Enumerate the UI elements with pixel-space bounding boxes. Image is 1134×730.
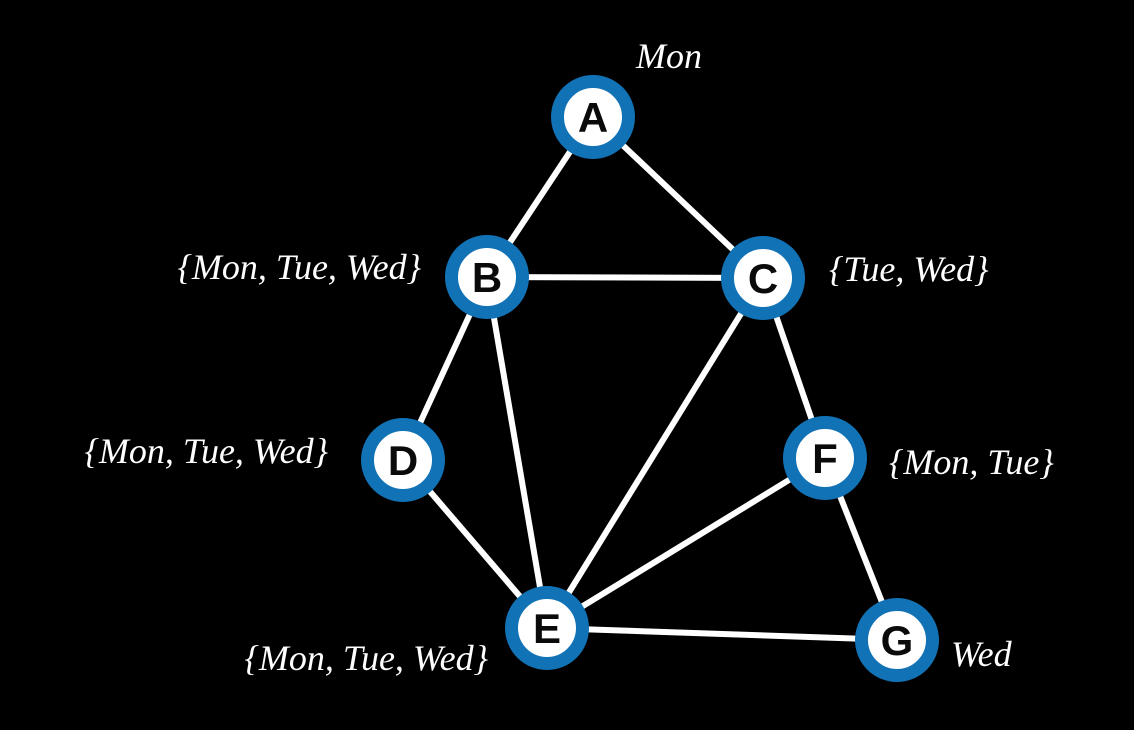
labels-layer: Mon {Mon, Tue, Wed} {Tue, Wed} {Mon, Tue, W…	[85, 36, 1055, 678]
node-D-circle	[361, 418, 445, 502]
edge-E-F	[545, 455, 827, 631]
node-A-letter: A	[578, 94, 608, 141]
node-D: D	[361, 418, 445, 502]
edges-layer	[400, 114, 900, 643]
node-B: B	[445, 235, 529, 319]
node-G: G	[855, 598, 939, 682]
node-A: A	[551, 75, 635, 159]
edge-B-E	[484, 276, 550, 629]
domain-label-E: {Mon, Tue, Wed}	[245, 638, 489, 678]
domain-label-A: Mon	[635, 36, 702, 76]
edge-C-E	[544, 276, 766, 630]
node-G-letter: G	[881, 617, 914, 664]
node-B-letter: B	[472, 254, 502, 301]
nodes-layer: A B C D F E G	[361, 75, 939, 682]
domain-label-C: {Tue, Wed}	[829, 249, 989, 289]
node-D-letter: D	[388, 437, 418, 484]
node-C: C	[721, 236, 805, 320]
node-F-letter: F	[812, 435, 838, 482]
domain-label-F: {Mon, Tue}	[889, 442, 1054, 482]
domain-label-B: {Mon, Tue, Wed}	[178, 247, 422, 287]
node-E-letter: E	[533, 605, 561, 652]
node-F: F	[783, 416, 867, 500]
node-E: E	[505, 586, 589, 670]
edge-E-G	[546, 625, 898, 643]
node-G-circle	[855, 598, 939, 682]
domain-label-D: {Mon, Tue, Wed}	[85, 431, 329, 471]
edge-B-C	[486, 274, 764, 281]
node-C-letter: C	[748, 255, 778, 302]
node-C-circle	[721, 236, 805, 320]
node-B-circle	[445, 235, 529, 319]
node-A-circle	[551, 75, 635, 159]
node-F-circle	[783, 416, 867, 500]
domain-label-G: Wed	[951, 634, 1013, 674]
node-E-circle	[505, 586, 589, 670]
